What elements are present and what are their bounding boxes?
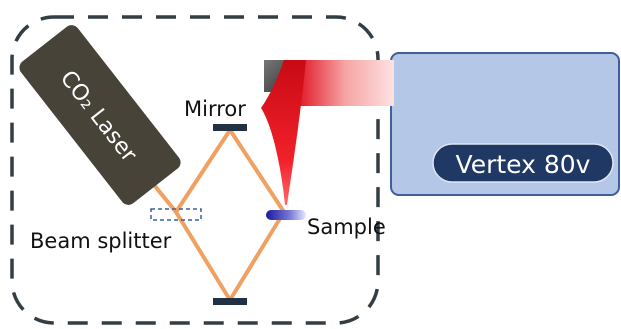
spectrometer-label: Vertex 80v — [456, 150, 591, 179]
ir-focus-cone — [261, 60, 306, 205]
beam-top-mirror-to-sample — [228, 128, 286, 214]
beam-splitter-to-top-mirror — [174, 128, 232, 214]
beam-splitter-to-bottom-mirror — [174, 210, 232, 302]
sample-label: Sample — [307, 215, 386, 239]
top-mirror — [213, 124, 247, 131]
sample — [266, 210, 306, 220]
beam-splitter — [150, 208, 202, 221]
co2-laser: CO₂ Laser — [19, 25, 181, 205]
spectrometer-label-pill — [432, 143, 614, 183]
beam-bottom-mirror-to-sample — [228, 210, 286, 302]
dashed-enclosure — [10, 15, 380, 325]
beam-splitter-label: Beam splitter — [30, 229, 172, 253]
mirror-label: Mirror — [184, 97, 246, 121]
bottom-mirror — [213, 298, 247, 305]
ir-beam-to-spectrometer — [296, 60, 394, 106]
laser-body — [19, 25, 181, 205]
